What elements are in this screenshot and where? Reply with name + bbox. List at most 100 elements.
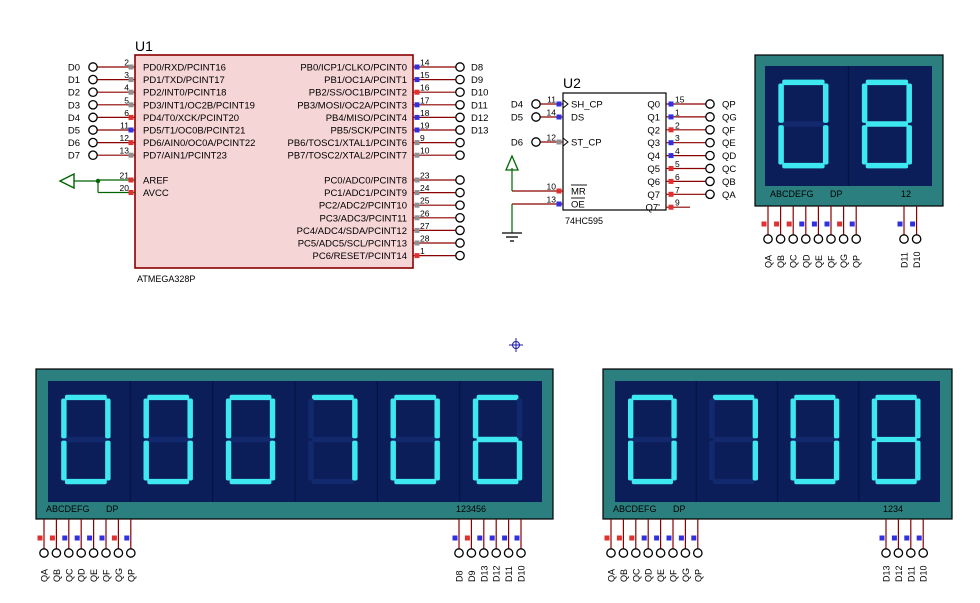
u2-right-terminal[interactable] <box>705 112 715 122</box>
display-pin-state-dot <box>124 535 130 541</box>
u1-right-terminal[interactable] <box>455 150 465 161</box>
u2-pin-number: 11 <box>547 95 556 105</box>
display-segment-terminal[interactable] <box>51 548 62 558</box>
u1-left-terminal[interactable] <box>88 112 98 123</box>
display-segment-terminal[interactable] <box>851 234 862 244</box>
segment-d <box>782 162 825 169</box>
u1-left-terminal[interactable] <box>88 62 98 72</box>
u2-right-terminal[interactable] <box>705 189 715 200</box>
display-net-label: QB <box>52 569 62 582</box>
segment-a <box>713 394 755 401</box>
u1-pin-name: PD6/AIN0/OC0A/PCINT22 <box>143 138 255 149</box>
u1-right-terminal[interactable] <box>455 238 465 248</box>
u2-left-terminal[interactable] <box>531 137 541 147</box>
u1-right-terminal[interactable] <box>455 212 465 223</box>
segment-f <box>390 398 396 439</box>
u1-right-terminal[interactable] <box>455 250 465 261</box>
u2-left-terminal[interactable] <box>531 99 541 109</box>
display-digit-terminal[interactable] <box>918 548 929 558</box>
u1-right-terminal[interactable] <box>455 175 465 185</box>
display-digit-terminal[interactable] <box>454 548 464 558</box>
u1-left-terminal[interactable] <box>88 137 98 148</box>
display-segment-terminal[interactable] <box>630 548 641 558</box>
display-segment-terminal[interactable] <box>643 548 654 558</box>
u2-left-terminal[interactable] <box>531 112 541 122</box>
u2-right-terminal[interactable] <box>705 176 715 187</box>
u2-right-terminal[interactable] <box>705 163 715 174</box>
u1-right-terminal[interactable] <box>455 99 465 110</box>
display-digit-terminal[interactable] <box>881 548 891 558</box>
display-pin-state-dot <box>897 221 903 227</box>
digit-select-label: 12 <box>901 189 911 199</box>
display-segment-terminal[interactable] <box>763 234 773 244</box>
u1-left-terminal[interactable] <box>88 87 98 98</box>
u1-right-terminal[interactable] <box>455 74 465 85</box>
display-segment-terminal[interactable] <box>125 548 136 558</box>
u1-left-terminal[interactable] <box>88 74 98 85</box>
u2-chip-body[interactable] <box>562 92 667 211</box>
u1-pin-name: PD5/T1/OC0B/PCINT21 <box>143 126 245 137</box>
display-segment-terminal[interactable] <box>775 234 786 244</box>
u1-right-terminal[interactable] <box>455 125 465 135</box>
display-segment-terminal[interactable] <box>606 548 616 558</box>
display-segment-terminal[interactable] <box>788 234 799 244</box>
u1-pin-state-dot <box>414 64 420 70</box>
display-digit-terminal[interactable] <box>516 548 526 558</box>
display-digit-terminal[interactable] <box>899 234 909 244</box>
display-digit-terminal[interactable] <box>503 548 514 558</box>
u2-right-terminal[interactable] <box>705 124 715 135</box>
u2-right-terminal[interactable] <box>705 99 715 109</box>
u1-pin-number: 5 <box>124 95 129 105</box>
display-pin-state-dot <box>502 535 508 541</box>
u1-right-terminal[interactable] <box>455 62 465 72</box>
u1-right-terminal[interactable] <box>455 137 465 148</box>
u1-right-terminal[interactable] <box>455 112 465 123</box>
u1-right-terminal[interactable] <box>455 225 465 236</box>
u1-pin-state-dot <box>414 127 420 133</box>
display-segment-terminal[interactable] <box>680 548 691 558</box>
display-digit-terminal[interactable] <box>478 548 489 558</box>
u1-left-terminal[interactable] <box>88 125 98 135</box>
display-segment-terminal[interactable] <box>39 548 49 558</box>
display-segment-terminal[interactable] <box>101 548 111 558</box>
segment-d <box>229 478 272 485</box>
display-pin-state-dot <box>774 221 780 227</box>
u1-pin-name: PD2/INT0/PCINT18 <box>143 88 226 99</box>
segment-c <box>187 440 193 481</box>
display-segment-terminal[interactable] <box>668 548 678 558</box>
display-segment-terminal[interactable] <box>813 234 824 244</box>
u1-right-terminal[interactable] <box>455 87 465 98</box>
display-digit-terminal[interactable] <box>905 548 916 558</box>
digit-select-label: 1234 <box>883 504 903 514</box>
display-segment-terminal[interactable] <box>692 548 703 558</box>
u1-chip-body[interactable] <box>134 54 414 269</box>
u1-left-terminal[interactable] <box>88 150 98 161</box>
display-segment-terminal[interactable] <box>618 548 629 558</box>
u2-right-terminal[interactable] <box>705 150 715 161</box>
display-segment-terminal[interactable] <box>826 234 836 244</box>
display-segment-terminal[interactable] <box>655 548 666 558</box>
segment-g <box>147 436 190 443</box>
display-segment-terminal[interactable] <box>63 548 74 558</box>
segment-g <box>631 436 673 443</box>
display-digit-terminal[interactable] <box>893 548 904 558</box>
digit-2 <box>143 394 193 485</box>
display-segment-terminal[interactable] <box>88 548 99 558</box>
display-net-label: D11 <box>906 566 916 582</box>
u1-right-terminal[interactable] <box>455 187 465 198</box>
display-segment-terminal[interactable] <box>113 548 124 558</box>
u1-left-terminal[interactable] <box>88 99 98 110</box>
segment-label: ABCDEFG <box>46 504 90 514</box>
u1-pin-number: 23 <box>420 171 430 181</box>
u2-right-terminal[interactable] <box>705 137 715 148</box>
display-segment-terminal[interactable] <box>800 234 811 244</box>
u1-right-terminal[interactable] <box>455 200 465 211</box>
display-digit-terminal[interactable] <box>491 548 502 558</box>
display-segment-terminal[interactable] <box>838 234 849 244</box>
display-digit-terminal[interactable] <box>911 234 922 244</box>
display-digit-terminal[interactable] <box>466 548 477 558</box>
display-segment-terminal[interactable] <box>76 548 87 558</box>
